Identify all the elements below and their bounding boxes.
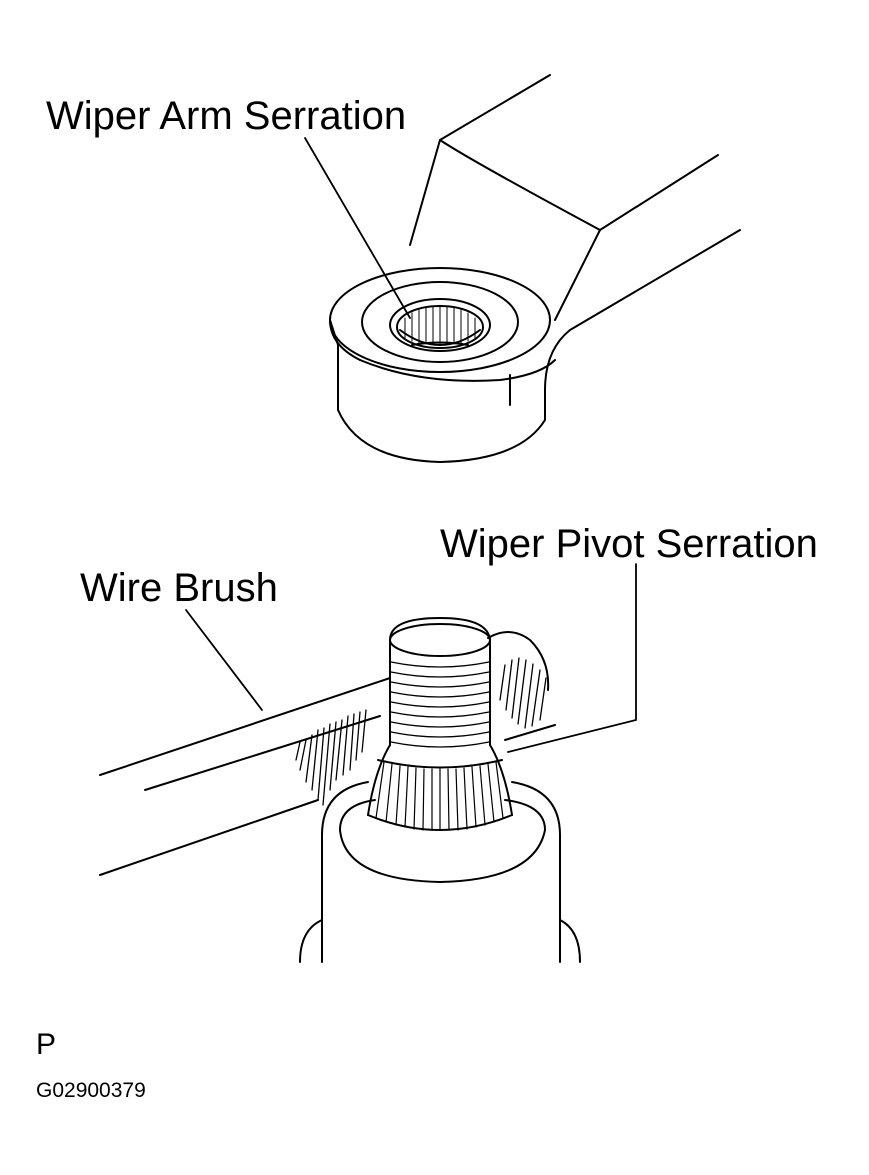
leader-lines xyxy=(186,138,636,752)
view-letter-label: P xyxy=(36,1028,57,1061)
leader-arm-serration xyxy=(305,138,410,318)
pivot-threads xyxy=(391,662,489,747)
leader-pivot-serration xyxy=(508,564,636,752)
wiper-arm-drawing xyxy=(330,75,740,462)
arm-serration-teeth xyxy=(405,307,475,345)
wire-brush-drawing xyxy=(100,632,555,875)
wiper-pivot-drawing xyxy=(300,618,580,962)
wiper-arm-serration-label: Wiper Arm Serration xyxy=(46,94,407,138)
wire-brush-label: Wire Brush xyxy=(80,566,278,610)
pivot-serration-teeth xyxy=(376,762,503,830)
figure-code-label: G02900379 xyxy=(36,1079,146,1102)
wiper-pivot-serration-label: Wiper Pivot Serration xyxy=(440,522,818,566)
brush-bristles xyxy=(296,658,546,805)
leader-wire-brush xyxy=(186,610,262,710)
